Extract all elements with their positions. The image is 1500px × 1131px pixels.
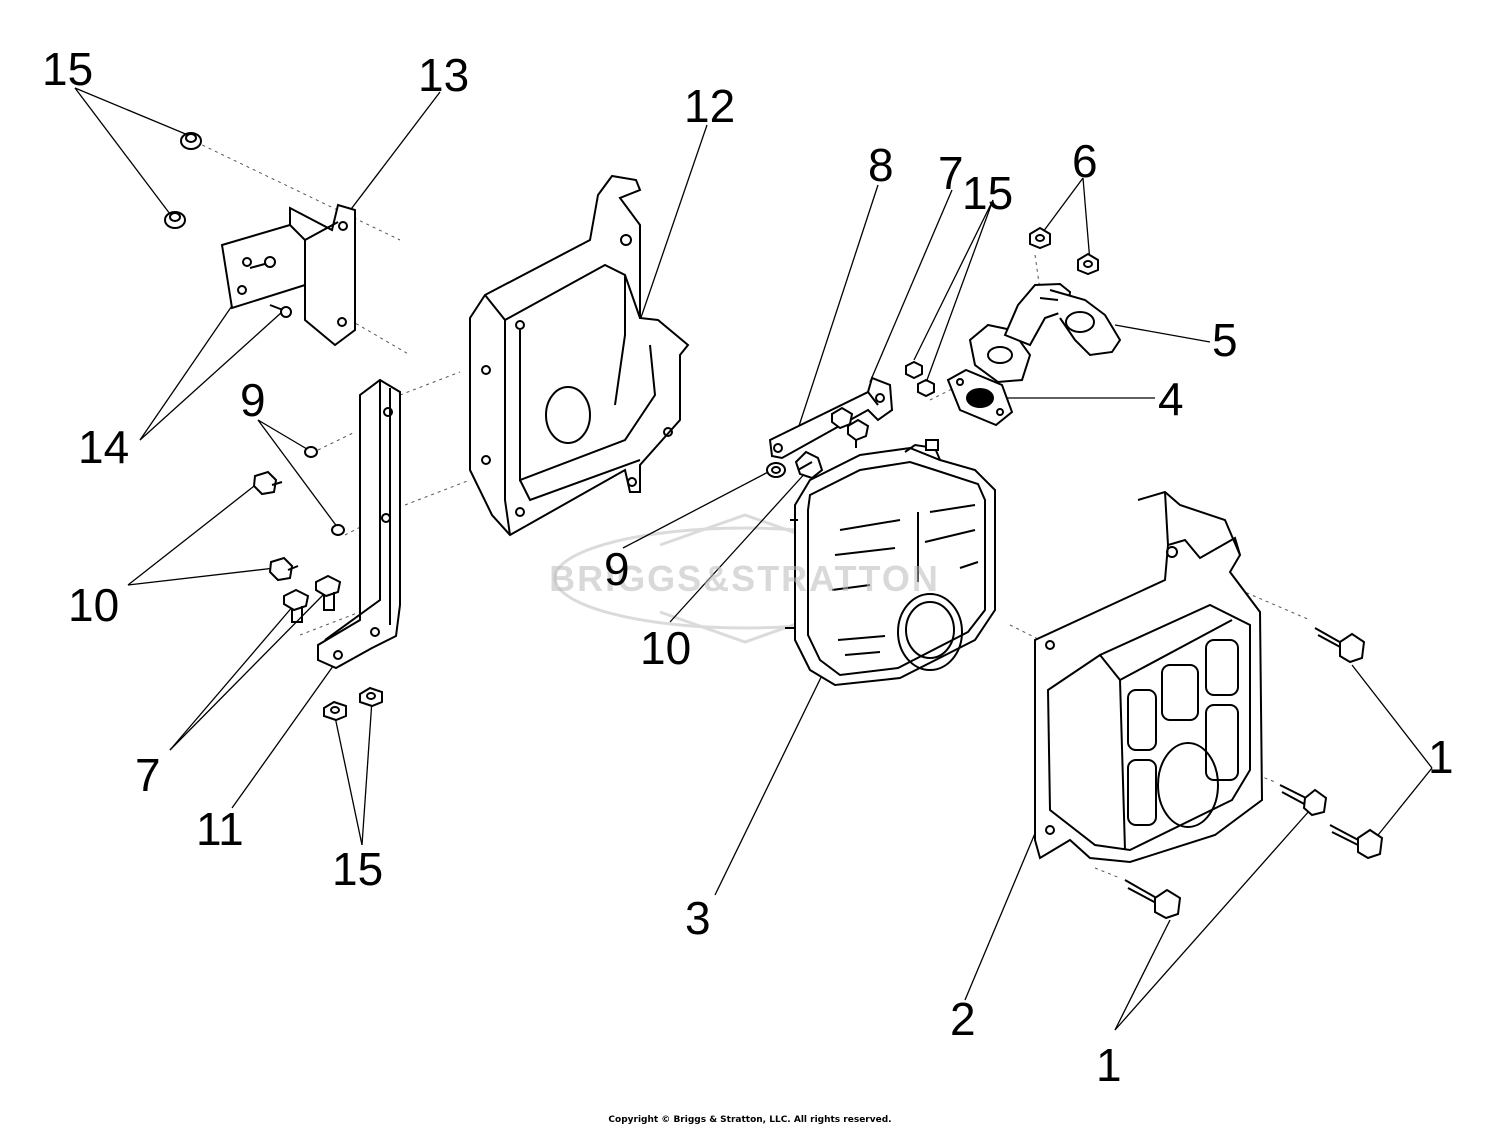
part-4-gasket: [946, 368, 1014, 427]
callout-14: 14: [78, 421, 130, 473]
part-14-screw: [249, 256, 292, 318]
callout-13: 13: [418, 49, 470, 101]
callout-1: 1: [1428, 731, 1454, 783]
callout-7: 7: [135, 749, 161, 801]
callout-12: 12: [684, 80, 736, 132]
part-6-nut: [1029, 226, 1099, 276]
part-15-nut: [323, 686, 383, 722]
part-15-nut: [905, 360, 935, 398]
callout-9: 9: [604, 543, 630, 595]
callout-11: 11: [196, 803, 244, 855]
callout-1: 1: [1096, 1039, 1122, 1091]
callout-7: 7: [938, 147, 964, 199]
watermark-text: BRIGGS&STRATTON: [549, 558, 940, 599]
callout-6: 6: [1072, 135, 1098, 187]
part-7-bolt: [283, 574, 342, 623]
part-2-guard: [1034, 490, 1264, 864]
callout-15: 15: [332, 843, 384, 895]
part-1-screw: [1124, 627, 1384, 920]
callout-15: 15: [962, 167, 1014, 219]
callout-5: 5: [1212, 314, 1238, 366]
callout-2: 2: [950, 993, 976, 1045]
part-9-washer: [766, 462, 786, 478]
callout-15: 15: [42, 43, 94, 95]
part-12-shield: [469, 174, 690, 537]
callout-10: 10: [640, 622, 692, 674]
part-5-elbow: [968, 282, 1122, 384]
callout-3: 3: [685, 892, 711, 944]
part-9-washer: [304, 446, 345, 536]
part-10-bolt: [252, 470, 299, 582]
part-15-nut: [164, 132, 202, 229]
part-13-bracket: [220, 203, 356, 347]
part-10-bolt: [794, 450, 824, 480]
callout-10: 10: [68, 579, 120, 631]
callout-9: 9: [240, 374, 266, 426]
copyright-notice: Copyright © Briggs & Stratton, LLC. All …: [608, 1115, 892, 1125]
callout-4: 4: [1158, 373, 1184, 425]
part-3-muffler: [785, 439, 996, 687]
callout-8: 8: [868, 139, 894, 191]
part-7-bolt: [831, 406, 870, 448]
part-11-brace: [317, 378, 401, 670]
